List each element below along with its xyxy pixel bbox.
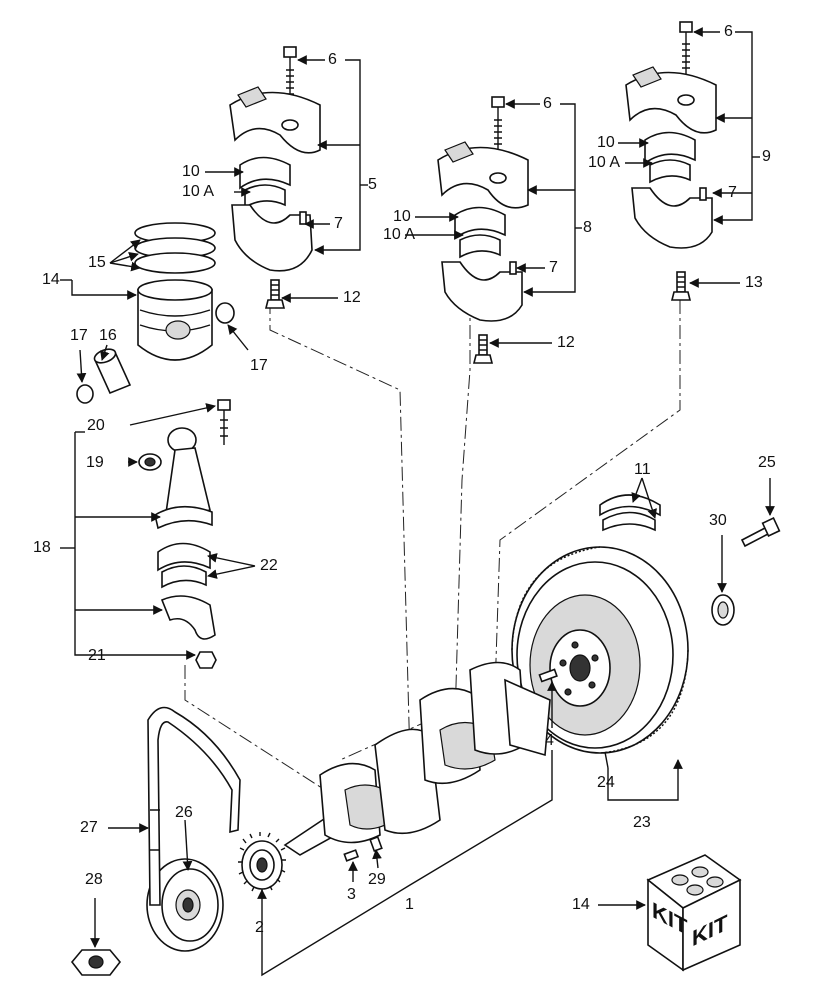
piston-assembly: [76, 222, 235, 404]
callout-17-left: 17: [70, 327, 88, 344]
connecting-rod-assembly: [138, 399, 231, 669]
callout-7-middle: 7: [549, 259, 558, 276]
pulley-nut: [70, 949, 122, 976]
callout-17-right: 17: [250, 357, 268, 374]
callout-20: 20: [87, 417, 105, 434]
callout-19: 19: [86, 454, 104, 471]
callout-10a-middle: 10 A: [383, 226, 416, 243]
leader-lines: [60, 27, 775, 977]
callout-14-kit: 14: [572, 896, 590, 913]
callout-28: 28: [85, 871, 103, 888]
callout-10-middle: 10: [393, 208, 411, 225]
callout-12-middle: 12: [557, 334, 575, 351]
callout-25: 25: [758, 454, 776, 471]
callout-10a-left: 10 A: [182, 183, 215, 200]
callout-10-right: 10: [597, 134, 615, 151]
callout-11: 11: [634, 461, 651, 478]
callout-7-right: 7: [728, 184, 737, 201]
callout-15: 15: [88, 254, 106, 271]
callout-27: 27: [80, 819, 98, 836]
callout-16: 16: [99, 327, 117, 344]
callout-2: 2: [255, 919, 264, 936]
crankshaft-gear: [238, 832, 286, 893]
callout-6-left: 6: [328, 51, 337, 68]
callout-10a-right: 10 A: [588, 154, 621, 171]
callout-7-left: 7: [334, 215, 343, 232]
callout-1: 1: [405, 896, 414, 913]
callout-24: 24: [597, 774, 615, 791]
thrust-washers: [599, 494, 661, 532]
main-bearing-cap-set-1: [229, 46, 321, 309]
callout-6-right: 6: [724, 23, 733, 40]
callout-12-left: 12: [343, 289, 361, 306]
callout-13: 13: [745, 274, 763, 291]
callout-5: 5: [368, 176, 377, 193]
callout-26: 26: [175, 804, 193, 821]
callout-4: 4: [545, 732, 554, 749]
callout-9: 9: [762, 148, 771, 165]
main-bearing-cap-set-2: [437, 96, 529, 364]
callout-22: 22: [260, 557, 278, 574]
kit-box: [646, 854, 742, 972]
flywheel-bolt-and-washer: [711, 517, 781, 626]
callout-29: 29: [368, 871, 386, 888]
callout-18: 18: [33, 539, 51, 556]
main-bearing-cap-set-3: [625, 21, 717, 301]
callout-6-middle: 6: [543, 95, 552, 112]
callout-8: 8: [583, 219, 592, 236]
callout-3: 3: [347, 886, 356, 903]
assembly-dash-lines: [184, 300, 681, 791]
callout-10-left: 10: [182, 163, 200, 180]
callout-21: 21: [88, 647, 106, 664]
callout-30: 30: [709, 512, 727, 529]
callout-14-piston: 14: [42, 271, 60, 288]
crankshaft: [283, 661, 551, 862]
flywheel: [511, 546, 689, 754]
callout-23: 23: [633, 814, 651, 831]
pulley-and-belt: [146, 706, 241, 952]
